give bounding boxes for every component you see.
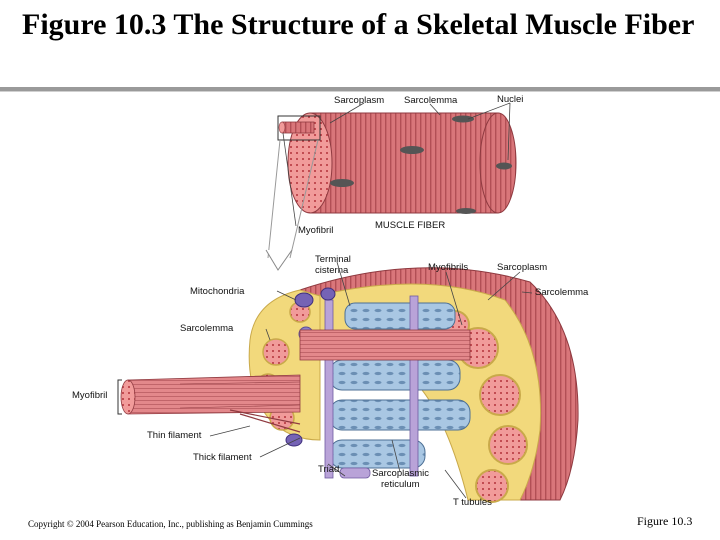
- label-nuclei: Nuclei: [497, 94, 523, 105]
- label-sarcolemma-right: Sarcolemma: [535, 287, 589, 298]
- nucleus: [330, 179, 354, 187]
- leader-lines: [209, 102, 533, 499]
- label-sarcolemma-top: Sarcolemma: [404, 95, 458, 106]
- title-divider-shadow: [0, 91, 720, 92]
- label-terminal-cisterna-2: cisterna: [315, 265, 349, 276]
- label-sr-1: Sarcoplasmic: [372, 468, 429, 479]
- sarcoplasmic-reticulum: [329, 302, 471, 469]
- label-mitochondria: Mitochondria: [190, 286, 245, 297]
- nucleus: [452, 115, 474, 123]
- label-sarcolemma-left: Sarcolemma: [180, 323, 234, 334]
- label-sarcoplasm-top: Sarcoplasm: [334, 95, 384, 106]
- label-myofibril-top: Myofibril: [298, 225, 333, 236]
- title-divider: [0, 87, 720, 91]
- label-terminal-cisterna-1: Terminal: [315, 254, 351, 265]
- label-myofibril-left: Myofibril: [72, 390, 107, 401]
- label-myofibrils: Myofibrils: [428, 262, 468, 273]
- label-thin-filament: Thin filament: [147, 430, 202, 441]
- nuclei-group: [330, 115, 512, 214]
- nucleus: [456, 208, 476, 214]
- t-tubules: [324, 295, 419, 479]
- zoom-arrow: [265, 249, 293, 271]
- copyright-note: Copyright © 2004 Pearson Education, Inc.…: [28, 519, 313, 529]
- label-sr-2: reticulum: [381, 479, 420, 490]
- label-muscle-fiber: MUSCLE FIBER: [375, 220, 445, 231]
- myofibril-extracted: [120, 374, 301, 433]
- nucleus: [496, 162, 512, 170]
- nucleus: [400, 146, 424, 154]
- label-t-tubules: T tubules: [453, 497, 492, 508]
- label-sarcoplasm-right: Sarcoplasm: [497, 262, 547, 273]
- label-triad: Triad: [318, 464, 339, 475]
- slide-title: Figure 10.3 The Structure of a Skeletal …: [22, 8, 695, 41]
- zoom-box: [277, 115, 321, 141]
- figure-reference: Figure 10.3: [637, 514, 693, 528]
- muscle-fiber-cylinder: [278, 112, 517, 214]
- label-thick-filament: Thick filament: [193, 452, 252, 463]
